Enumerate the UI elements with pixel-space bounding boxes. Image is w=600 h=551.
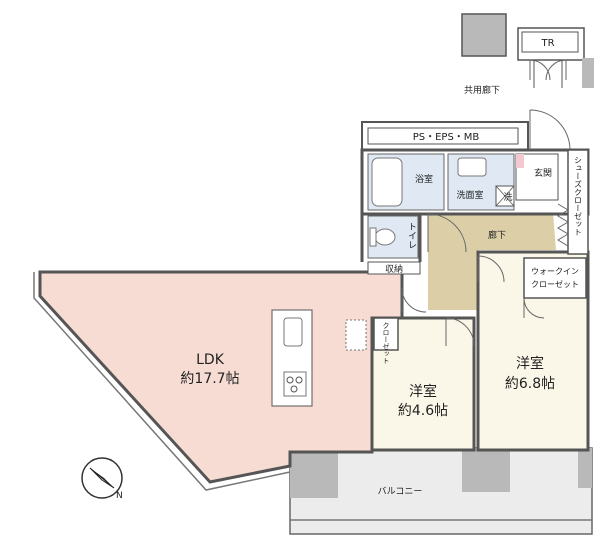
wash-mark: 洗 (503, 191, 512, 203)
trunk-room-label: TR (540, 38, 554, 49)
storage-area (367, 261, 421, 275)
small-closet-label: クローゼット (382, 322, 390, 364)
balcony: バルコニー (289, 447, 593, 535)
western-room-1-size: 約4.6帖 (398, 403, 448, 419)
north-compass: N (81, 457, 123, 501)
small-closet (373, 317, 399, 351)
western-room-1-label: 洋室 (409, 383, 437, 400)
entrance-label: 玄関 (534, 167, 552, 179)
shoe-closet (567, 149, 589, 255)
bath-label: 浴室 (415, 173, 433, 185)
walkin-closet (523, 257, 587, 299)
walkin-closet-label-1: ウォークイン (531, 267, 579, 276)
hallway-label: 廊下 (488, 229, 506, 241)
ldk-label: LDK (196, 352, 225, 368)
walkin-closet-label-2: クローゼット (531, 279, 579, 289)
north-label: N (116, 491, 123, 501)
balcony-label: バルコニー (378, 486, 423, 497)
washroom-label: 洗面室 (456, 189, 483, 201)
western-room-2-label: 洋室 (516, 355, 544, 372)
trunk-room-area: TR (461, 13, 594, 88)
common-corridor-label: 共用廊下 (464, 84, 500, 96)
western-room-2-size: 約6.8帖 (505, 376, 555, 392)
hallway-floor (428, 200, 556, 310)
toilet-label: トイレ (406, 222, 417, 249)
ldk-size: 約17.7帖 (180, 371, 239, 387)
storage-label: 収納 (385, 263, 403, 275)
shoe-closet-label: シューズクローゼット (574, 156, 583, 236)
ps-eps-mb-label: PS・EPS・MB (413, 132, 480, 143)
